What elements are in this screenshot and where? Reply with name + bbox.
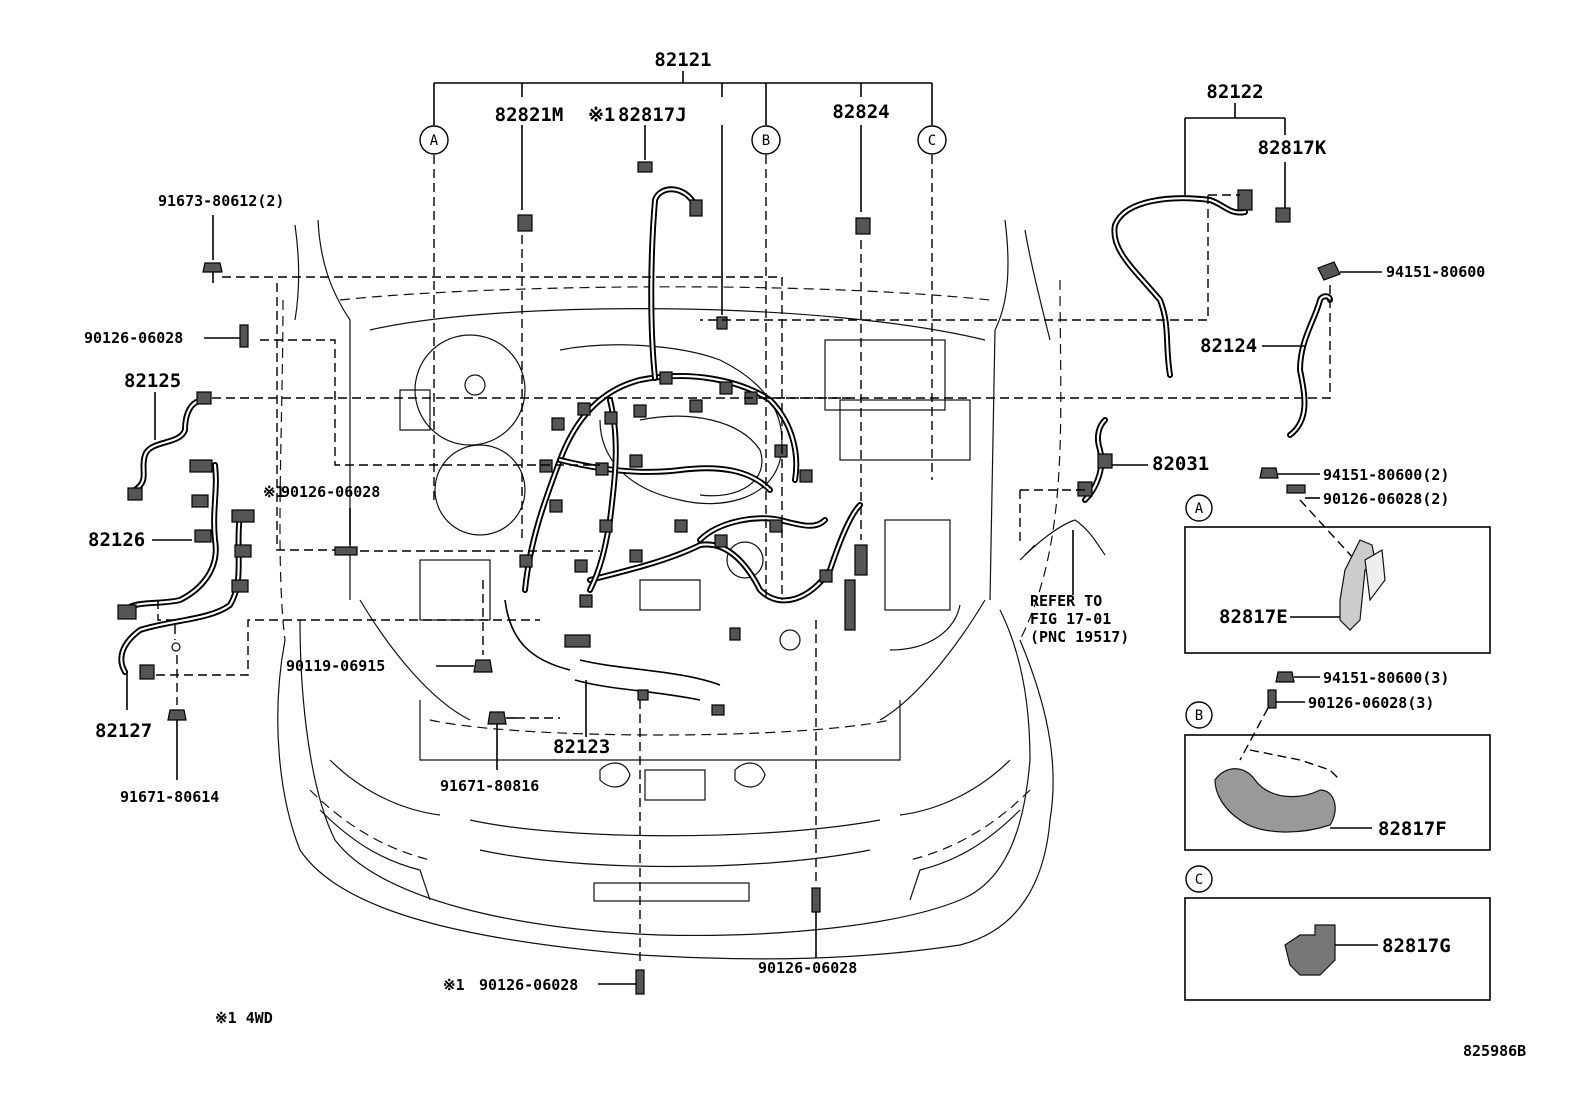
label-91671-80816: 91671-80816: [440, 777, 539, 795]
vehicle-body-outline: [277, 219, 1062, 960]
detail-b-part: 82817F: [1378, 818, 1447, 840]
part-labels: 82121 82122 82821M ※1 82817J 82824 82817…: [84, 49, 1526, 1060]
detail-a-part: 82817E: [1219, 606, 1288, 628]
callout-c: C: [928, 133, 936, 149]
refer-line-2: FIG 17-01: [1030, 610, 1111, 628]
label-90126-mid-note: ※1: [263, 483, 285, 501]
footnote-4wd: ※1 4WD: [215, 1009, 273, 1027]
top-leader-lines: [433, 71, 933, 600]
label-90126-06028-bottom-right: 90126-06028: [758, 959, 857, 977]
harness-82031: [1019, 417, 1148, 595]
label-82125: 82125: [124, 370, 181, 392]
label-82817k: 82817K: [1258, 137, 1327, 159]
detail-b-stud: 90126-06028(3): [1308, 694, 1434, 712]
label-82127: 82127: [95, 720, 152, 742]
bottom-fasteners: [436, 580, 821, 995]
label-82122: 82122: [1206, 81, 1263, 103]
label-90126-06028-left: 90126-06028: [84, 329, 183, 347]
label-90126-bottom-note: ※1: [443, 976, 465, 994]
label-82121: 82121: [654, 49, 711, 71]
callout-a: A: [430, 133, 439, 149]
left-fasteners: [117, 215, 850, 780]
detail-c-marker: C: [1195, 872, 1203, 888]
callout-b: B: [762, 133, 770, 149]
engine-harness-82121: [504, 161, 871, 716]
label-82817j: 82817J: [618, 104, 687, 126]
label-90126-06028-mid: 90126-06028: [281, 483, 380, 501]
detail-c-part: 82817G: [1382, 935, 1451, 957]
detail-b-marker: B: [1195, 708, 1203, 724]
label-82817j-note: ※1: [588, 104, 615, 126]
label-91671-80614: 91671-80614: [120, 788, 219, 806]
harness-82124: [760, 261, 1382, 438]
refer-line-1: REFER TO: [1030, 592, 1102, 610]
refer-line-3: (PNC 19517): [1030, 628, 1129, 646]
label-91673-80612: 91673-80612(2): [158, 192, 284, 210]
callout-markers: A B C: [419, 125, 947, 155]
label-90126-06028-bottom: 90126-06028: [479, 976, 578, 994]
detail-panel-c: C: [1184, 865, 1491, 1001]
label-82124: 82124: [1200, 335, 1257, 357]
detail-a-nut: 94151-80600(2): [1323, 466, 1449, 484]
harness-82122: [700, 103, 1291, 378]
label-90119-06915: 90119-06915: [286, 657, 385, 675]
figure-code: 825986B: [1463, 1042, 1526, 1060]
detail-panel-b: B: [1184, 671, 1491, 851]
detail-a-stud: 90126-06028(2): [1323, 490, 1449, 508]
label-82824: 82824: [832, 101, 889, 123]
detail-panel-a: A: [1184, 467, 1491, 654]
label-94151-80600: 94151-80600: [1386, 263, 1485, 281]
label-82821m: 82821M: [495, 104, 564, 126]
detail-a-marker: A: [1195, 501, 1204, 517]
detail-b-nut: 94151-80600(3): [1323, 669, 1449, 687]
label-82123: 82123: [553, 736, 610, 758]
label-82126: 82126: [88, 529, 145, 551]
label-82031: 82031: [1152, 453, 1209, 475]
